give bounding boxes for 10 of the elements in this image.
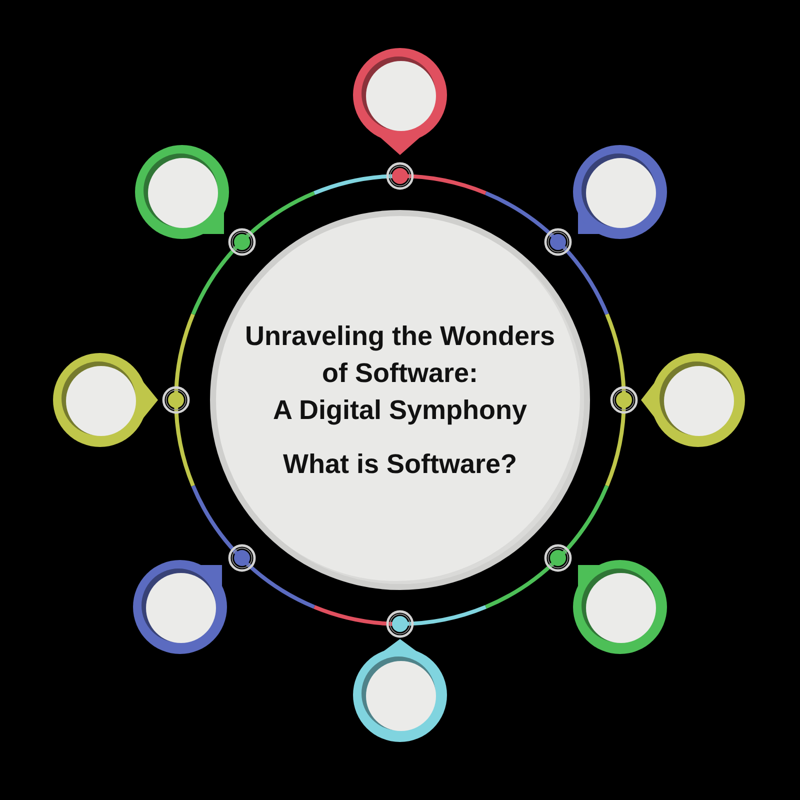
callout-bubble [135, 145, 229, 239]
callout-bubble [133, 560, 227, 654]
callout-bubble [53, 353, 158, 447]
callout-bubble [353, 48, 447, 155]
callout-bubble [573, 145, 667, 239]
callout-bubble [641, 353, 745, 447]
callout-bubble [353, 639, 447, 742]
heading-text: Unraveling the Wonders of Software: A Digital Symphony [244, 320, 556, 427]
callout-bubble [573, 560, 667, 654]
question-text: What is Software? [282, 448, 518, 481]
